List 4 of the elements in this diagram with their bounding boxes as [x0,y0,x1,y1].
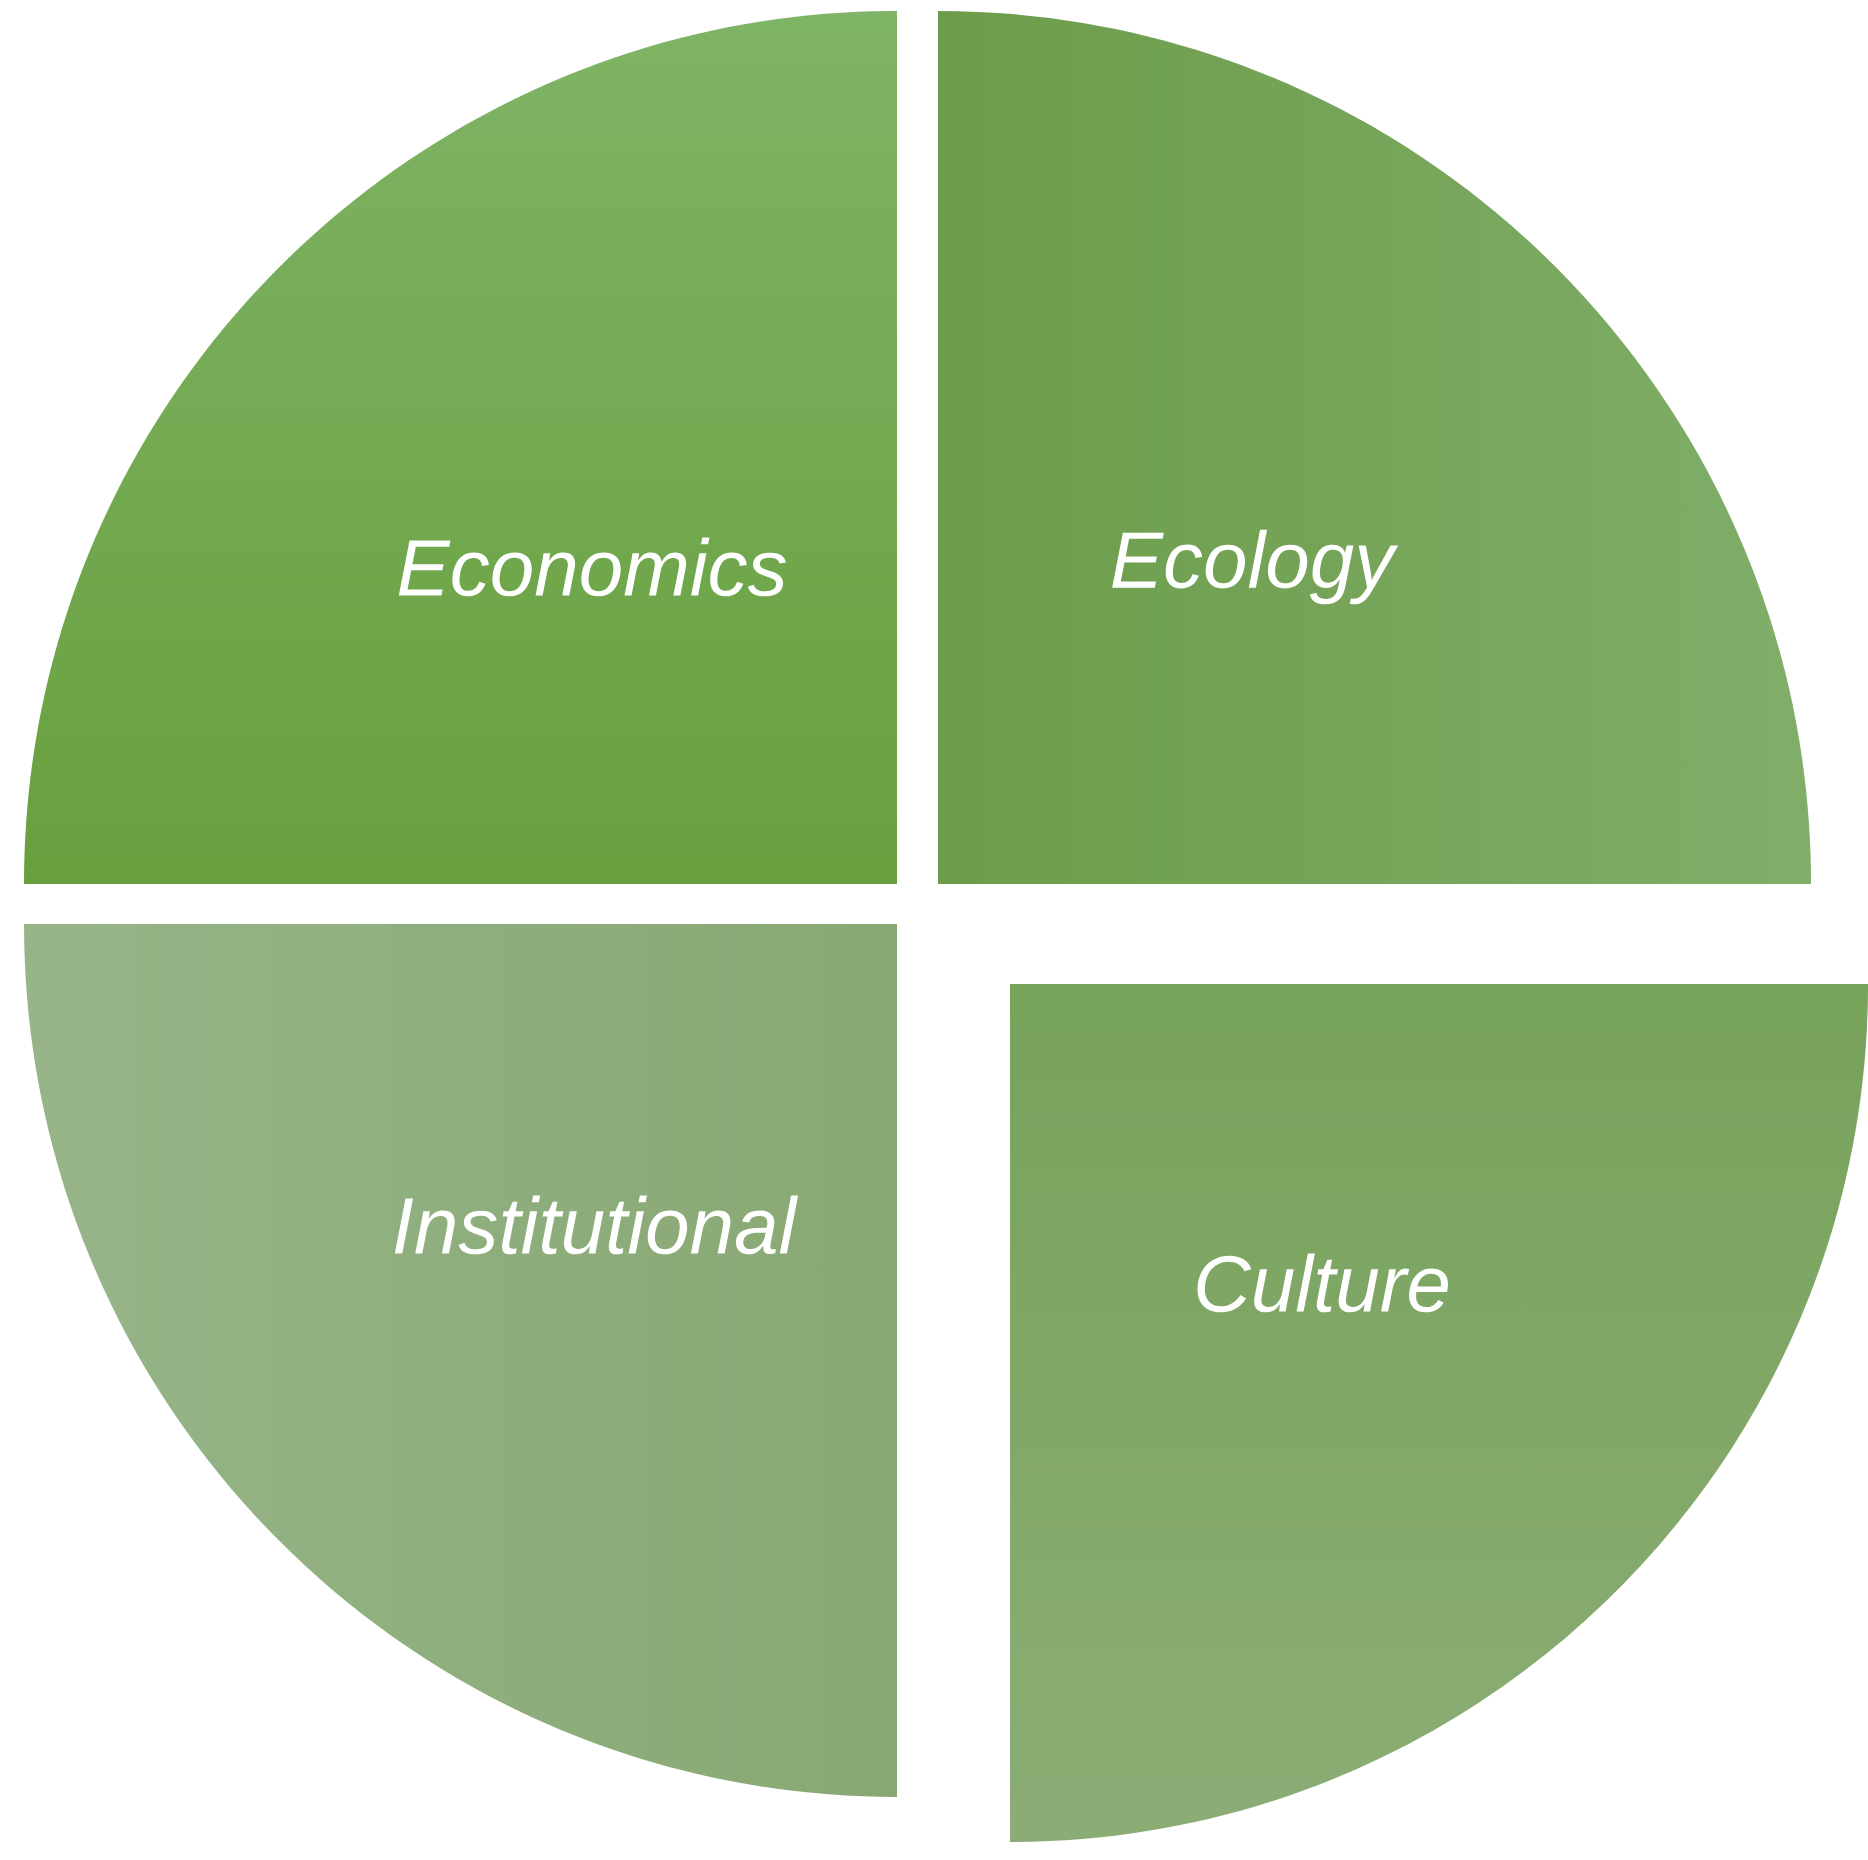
quadrant-sector: Economics [398,537,786,597]
quadrant-sector: Institutional [394,1195,799,1255]
quadrant-sector: Ecology [1112,529,1399,605]
quadrant-sector: Culture [1197,1253,1448,1313]
